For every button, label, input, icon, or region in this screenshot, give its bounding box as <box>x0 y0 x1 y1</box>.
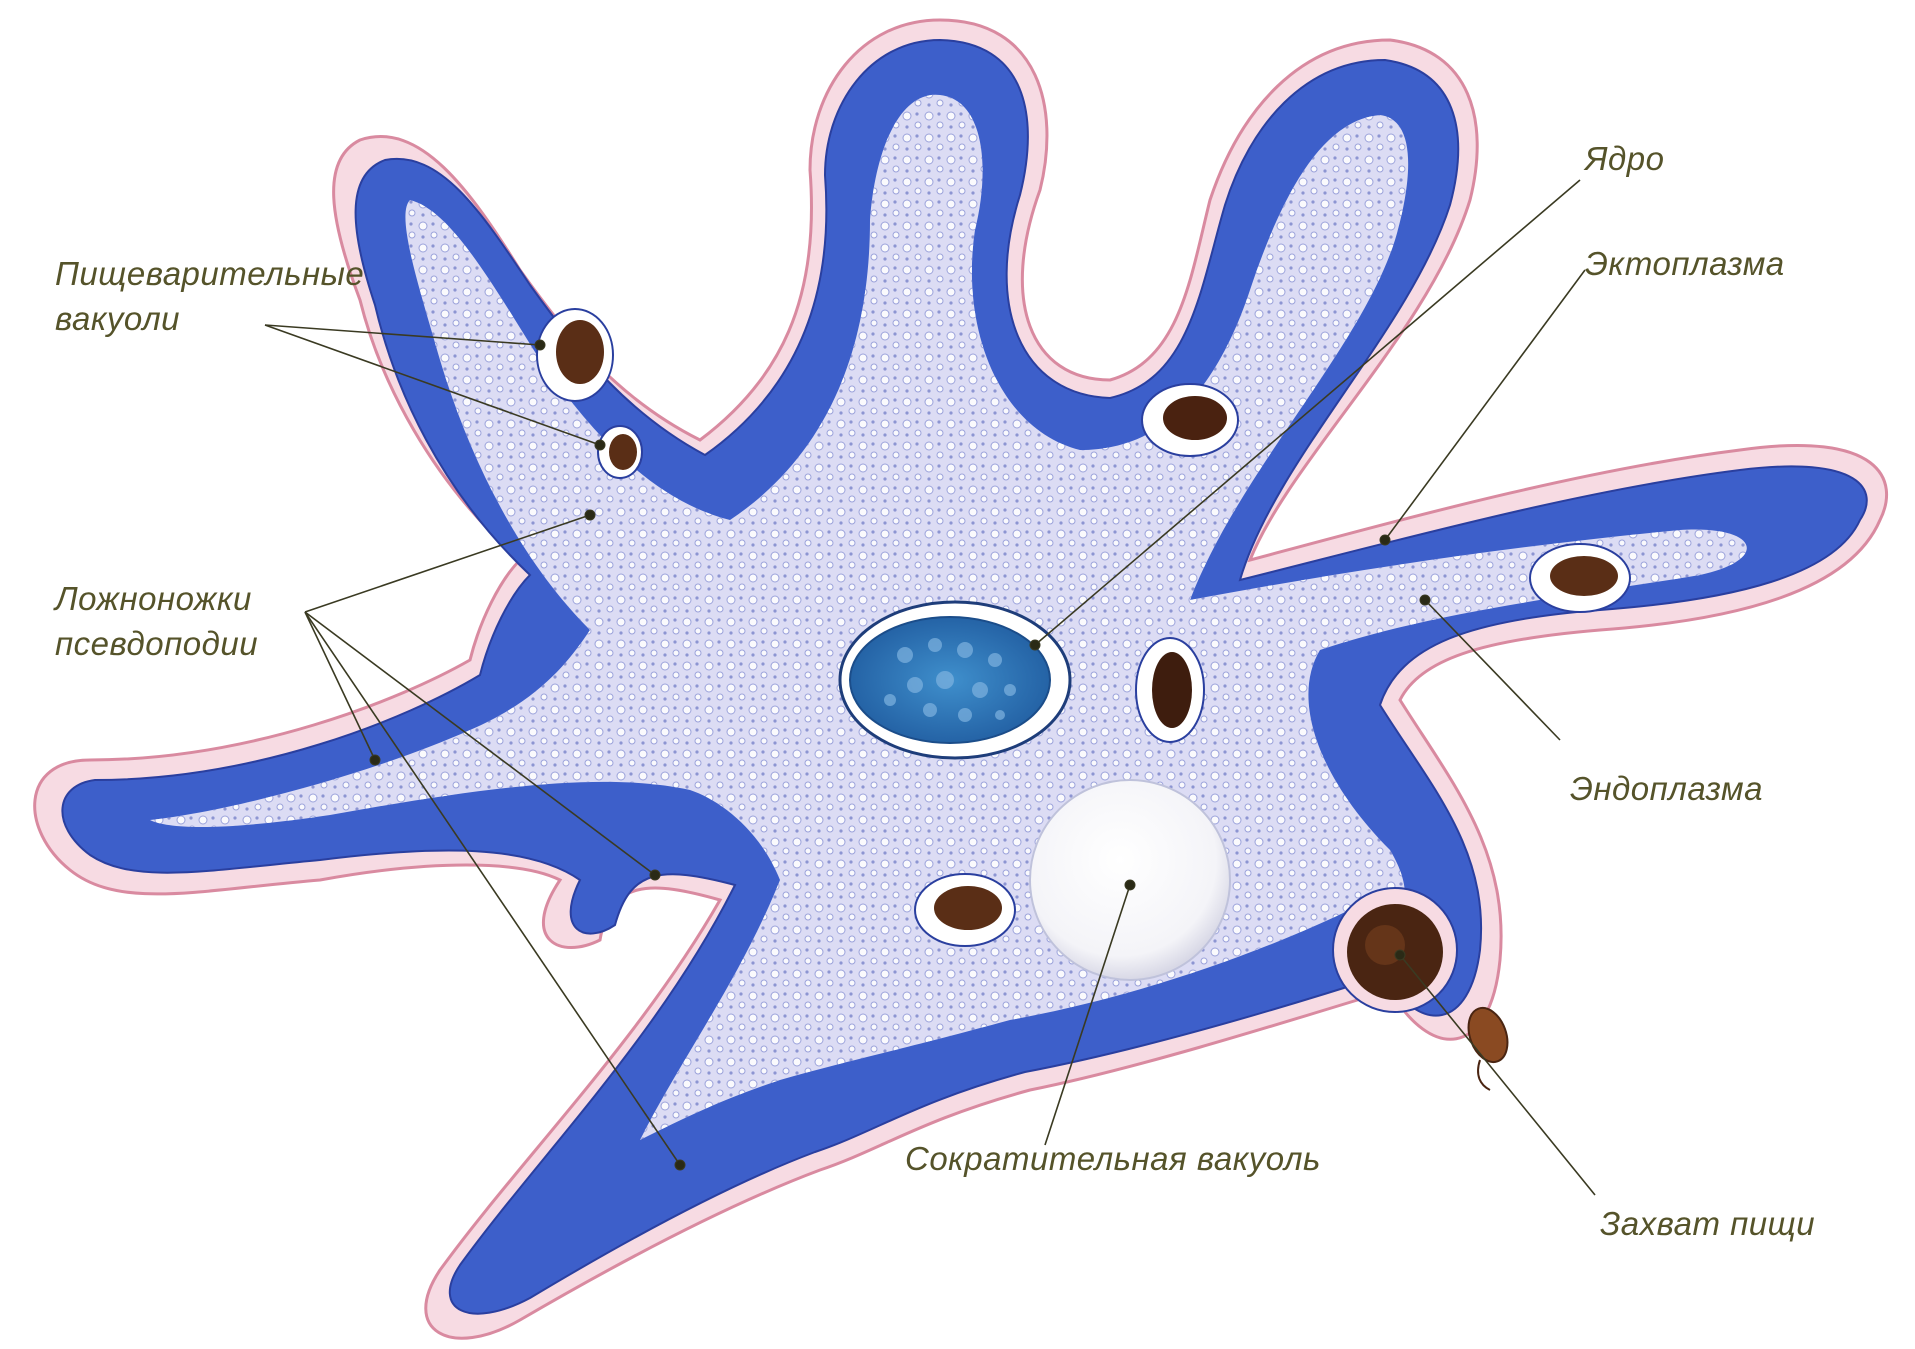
label-endoplasm: Эндоплазма <box>1570 770 1763 807</box>
label-ectoplasm: Эктоплазма <box>1585 245 1785 282</box>
digestive-vacuole <box>915 874 1015 946</box>
label-pseudopodia-line2: псевдоподии <box>55 625 258 662</box>
nucleus <box>840 602 1070 758</box>
label-nucleus: Ядро <box>1583 140 1664 177</box>
digestive-vacuole <box>1136 638 1204 742</box>
label-digestive-vacuoles-line1: Пищеварительные <box>55 255 364 292</box>
digestive-vacuole <box>537 309 613 401</box>
digestive-vacuole <box>1530 544 1630 612</box>
label-digestive-vacuoles-line2: вакуоли <box>55 300 180 337</box>
label-contractile-vacuole: Сократительная вакуоль <box>905 1140 1321 1177</box>
digestive-vacuole <box>598 426 642 478</box>
label-food-capture: Захват пищи <box>1600 1205 1815 1242</box>
label-pseudopodia-line1: Ложноножки <box>53 580 252 617</box>
digestive-vacuole <box>1142 384 1238 456</box>
